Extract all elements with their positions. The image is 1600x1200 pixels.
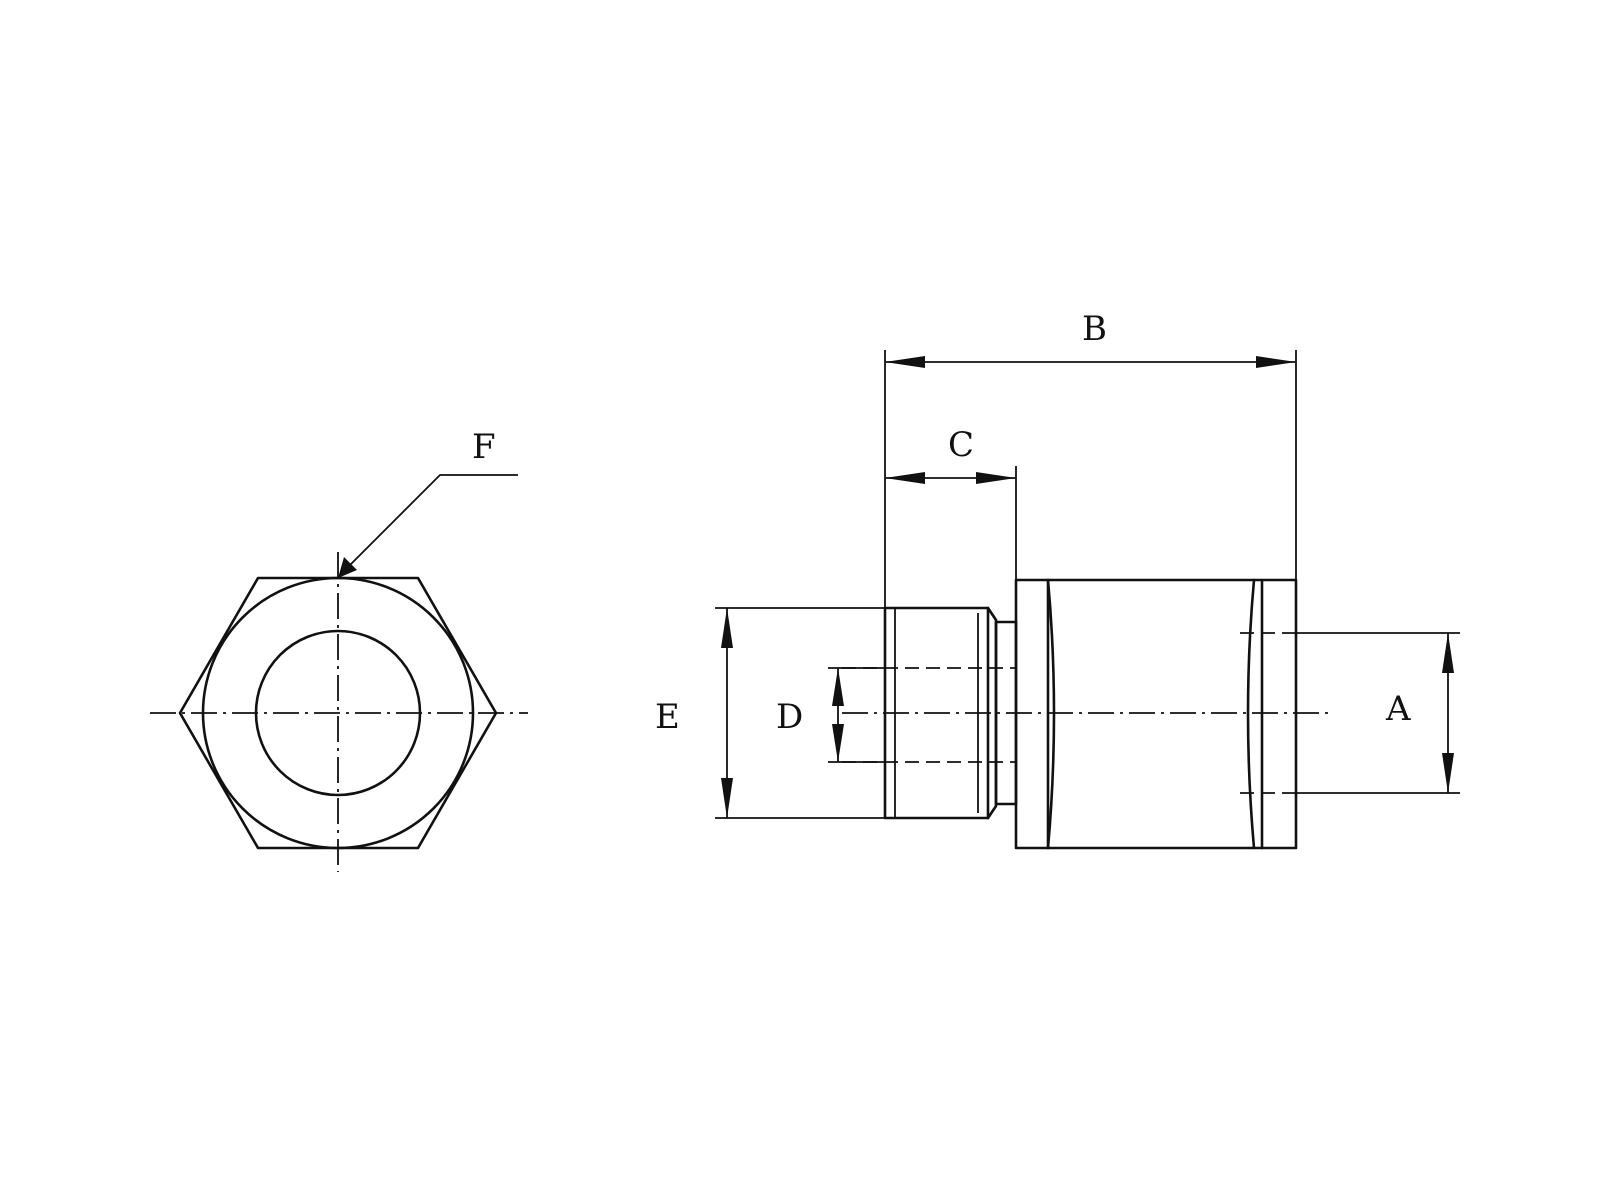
f-leader-line — [346, 474, 518, 569]
dim-d-arrow-bottom — [832, 724, 844, 762]
dim-d-arrow-top — [832, 668, 844, 706]
dim-b-arrow-left — [885, 356, 925, 368]
dim-a-arrow-top — [1442, 633, 1454, 673]
dim-a-arrow-bottom — [1442, 753, 1454, 793]
dim-c-arrow-left — [885, 472, 925, 484]
hex-outline — [178, 576, 498, 850]
dimensions: B C E D A — [655, 309, 1460, 819]
dim-c-arrow-right — [976, 472, 1016, 484]
label-e: E — [655, 697, 680, 737]
side-view — [842, 578, 1330, 850]
label-b: B — [1082, 309, 1107, 349]
label-a: A — [1385, 689, 1411, 729]
body-section — [1014, 578, 1298, 850]
dim-e-arrow-top — [721, 608, 733, 648]
end-view: F — [150, 427, 528, 872]
f-leader-arrow — [338, 557, 357, 578]
label-c: C — [948, 425, 974, 465]
body-right-curve — [1246, 578, 1256, 850]
dim-b-arrow-right — [1256, 356, 1296, 368]
dim-e-arrow-bottom — [721, 778, 733, 818]
label-d: D — [776, 697, 803, 737]
label-f: F — [472, 427, 496, 467]
